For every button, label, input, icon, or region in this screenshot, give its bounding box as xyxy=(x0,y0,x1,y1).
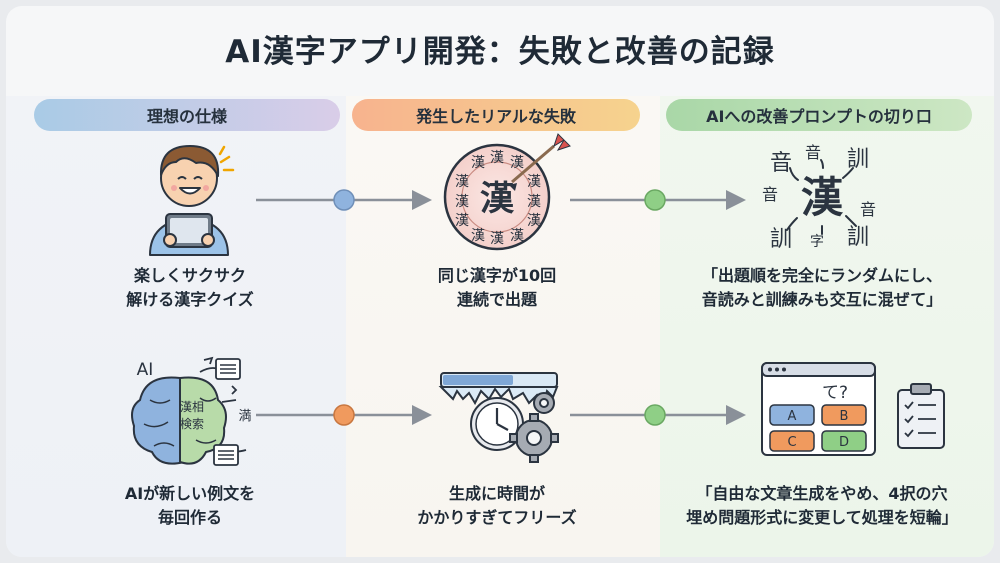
quiz-texts: て? A B C D xyxy=(787,383,849,450)
caption-ideal-row1: 楽しくサクサク 解ける漢字クイズ xyxy=(126,266,254,309)
ai-brain-icon xyxy=(131,356,247,466)
caption-failure-row1: 同じ漢字が10回 連続で出題 xyxy=(437,266,557,309)
svg-text:A: A xyxy=(788,409,797,424)
svg-text:音: 音 xyxy=(770,151,792,176)
svg-text:訓: 訓 xyxy=(770,227,792,252)
diagram-card xyxy=(6,6,994,557)
kanji-target-icon xyxy=(443,133,571,251)
caption-prompt-row2: 「自由な文章生成をやめ、4択の穴 埋め問題形式に変更して処理を短輪」 xyxy=(686,484,958,527)
caption-ideal-row2: AIが新しい例文を 毎回作る xyxy=(124,484,256,527)
column-header-prompt: AIへの改善プロンプトの切り口 xyxy=(666,99,972,131)
svg-text:漢: 漢 xyxy=(455,213,469,229)
svg-text:漢: 漢 xyxy=(471,228,485,244)
multiple-choice-quiz-icon xyxy=(761,362,876,456)
connector-row2-a xyxy=(256,404,432,426)
svg-text:漢: 漢 xyxy=(801,173,844,222)
svg-text:音: 音 xyxy=(805,143,821,162)
svg-text:漢相: 漢相 xyxy=(180,400,204,414)
svg-text:漢: 漢 xyxy=(527,194,541,210)
connector-row1-b xyxy=(570,189,746,211)
svg-text:漢: 漢 xyxy=(471,155,485,171)
frozen-clock-icon xyxy=(438,372,559,463)
column-prompt-background xyxy=(660,96,994,557)
caption-prompt-row1: 「出題順を完全にランダムにし、 音読みと訓練みも交互に混ぜて」 xyxy=(701,266,943,309)
svg-text:訓: 訓 xyxy=(847,147,869,172)
target-center-kanji: 漢 xyxy=(480,179,515,219)
connector-row1-a xyxy=(256,189,432,211)
svg-text:B: B xyxy=(840,409,849,424)
caption-failure-row2: 生成に時間が かかりすぎてフリーズ xyxy=(417,484,577,527)
svg-text:漢: 漢 xyxy=(455,194,469,210)
svg-text:満: 満 xyxy=(238,409,251,424)
svg-text:字: 字 xyxy=(810,234,824,250)
svg-text:漢: 漢 xyxy=(490,150,504,166)
svg-text:漢: 漢 xyxy=(510,228,524,244)
connector-row2-b xyxy=(570,404,746,426)
column-header-failure: 発生したリアルな失敗 xyxy=(352,99,640,131)
target-ring-kanji: 漢 漢 漢 漢 漢 漢 漢 漢 漢 漢 漢 漢 xyxy=(455,150,541,247)
column-header-ideal: 理想の仕様 xyxy=(34,99,340,131)
svg-text:音: 音 xyxy=(860,200,876,219)
svg-text:AI: AI xyxy=(137,360,154,380)
page-title: AI漢字アプリ開発：失敗と改善の記録 xyxy=(225,34,775,70)
svg-text:C: C xyxy=(787,435,796,450)
brain-labels: AI 漢相 検索 満 xyxy=(137,360,252,431)
svg-text:漢: 漢 xyxy=(527,213,541,229)
svg-text:音: 音 xyxy=(762,185,778,204)
svg-text:訓: 訓 xyxy=(847,225,869,250)
svg-text:漢: 漢 xyxy=(510,155,524,171)
happy-child-tablet-icon xyxy=(149,145,235,256)
svg-text:漢: 漢 xyxy=(490,231,504,247)
svg-text:検索: 検索 xyxy=(180,417,204,431)
svg-text:漢: 漢 xyxy=(527,174,541,190)
svg-text:漢: 漢 xyxy=(455,174,469,190)
svg-text:D: D xyxy=(839,435,849,450)
kanji-readings-icon: 漢 音 音 訓 音 音 訓 字 訓 xyxy=(762,143,876,252)
checklist-clipboard-icon xyxy=(897,383,945,449)
svg-text:て?: て? xyxy=(822,383,848,403)
